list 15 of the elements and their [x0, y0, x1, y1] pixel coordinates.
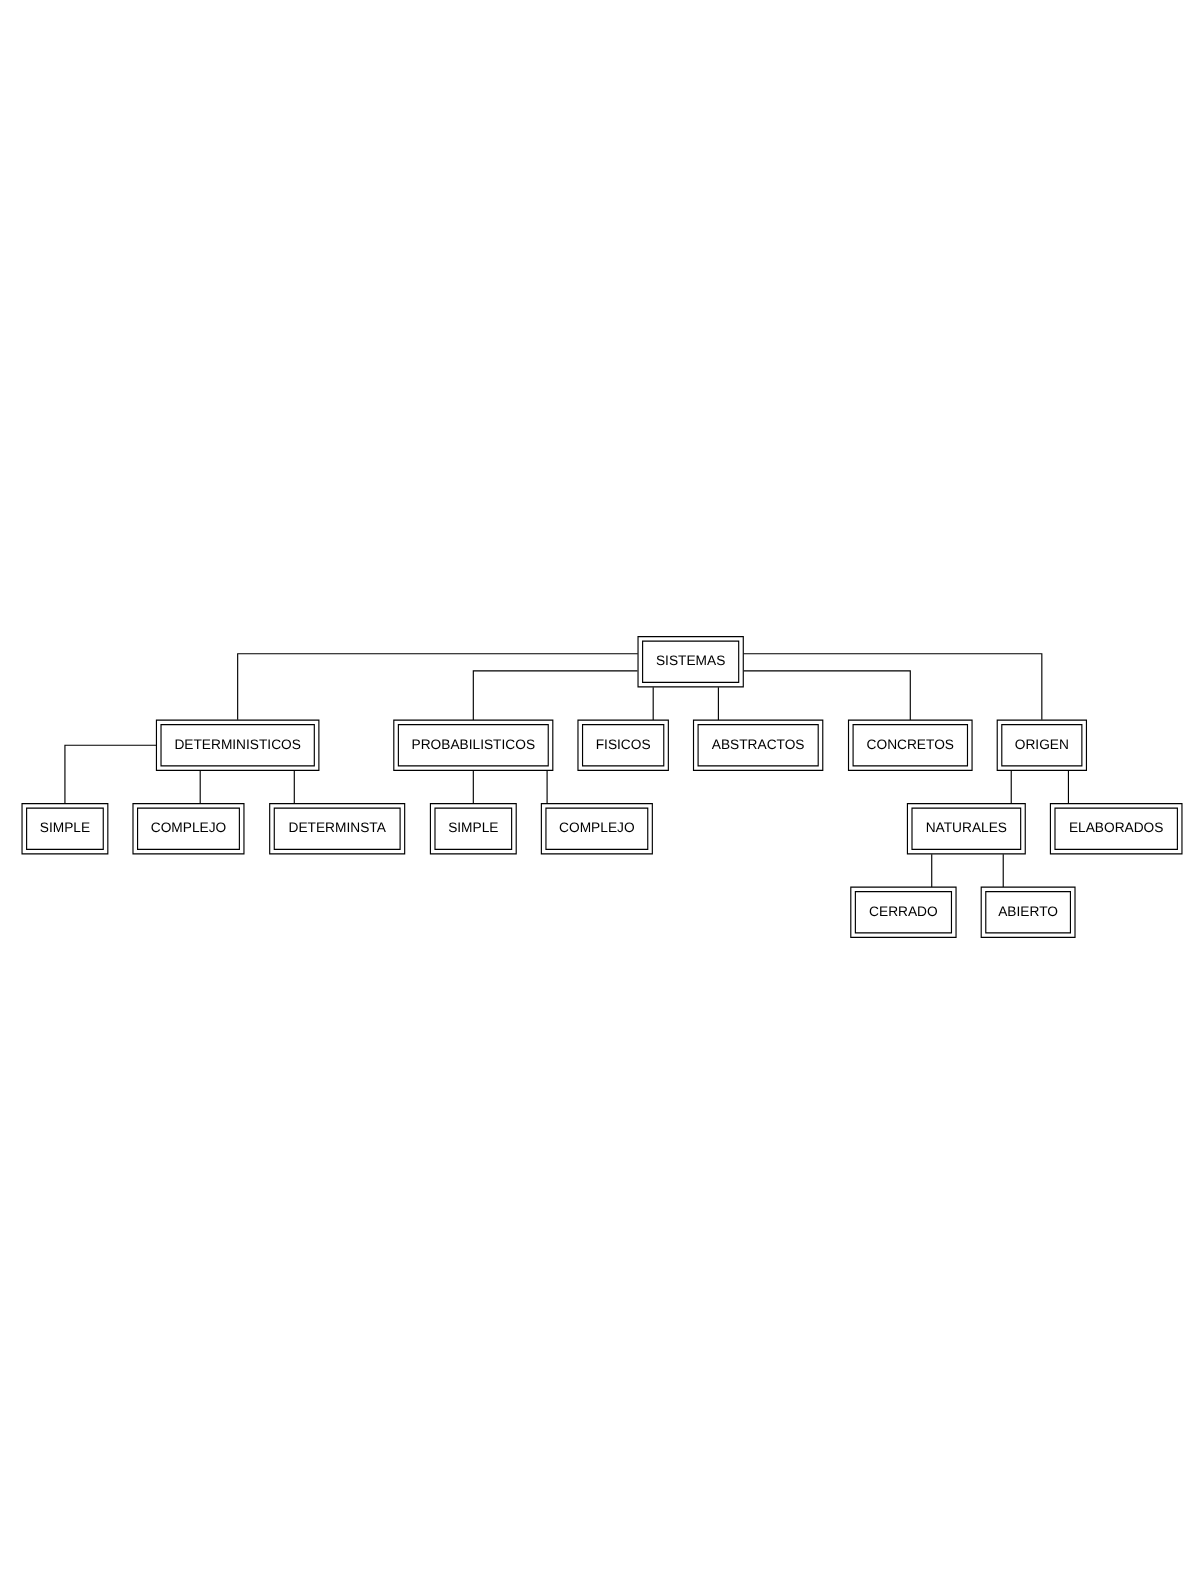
connector	[472, 670, 639, 721]
connector	[717, 686, 719, 721]
connector	[293, 770, 295, 804]
connector	[1067, 770, 1069, 804]
connector	[546, 770, 548, 804]
connector	[237, 653, 639, 721]
connector	[652, 686, 654, 721]
connector	[931, 853, 933, 888]
connector	[472, 770, 474, 804]
connector	[64, 744, 157, 804]
connector	[743, 670, 911, 721]
connector	[199, 770, 201, 804]
connector	[743, 653, 1043, 721]
connector	[1002, 853, 1004, 888]
connector	[1010, 770, 1012, 804]
